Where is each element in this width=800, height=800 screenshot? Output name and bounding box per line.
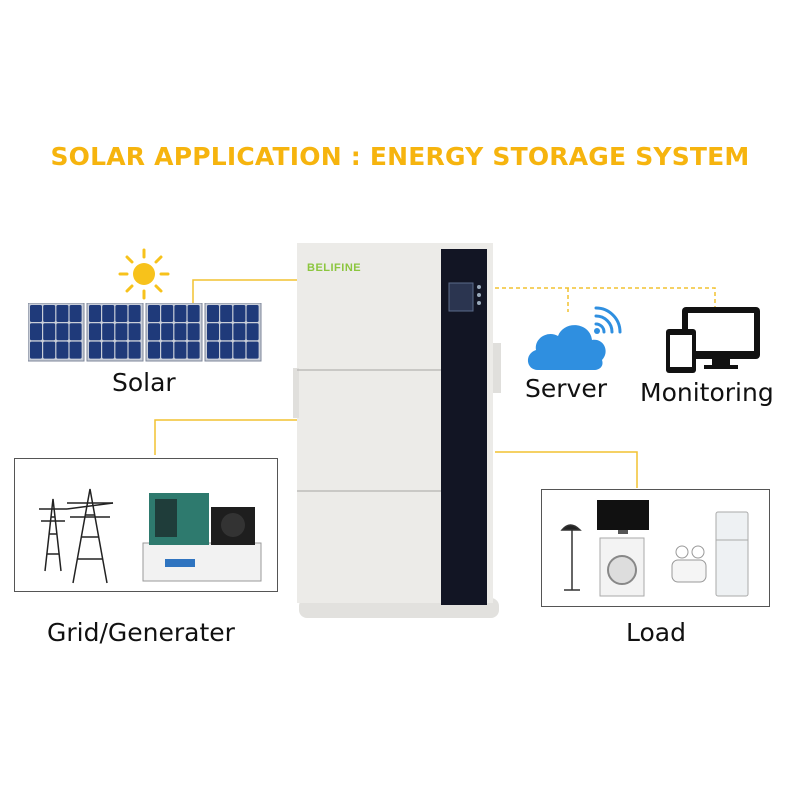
solar-panel-icon	[28, 303, 262, 362]
grid-label: Grid/Generater	[47, 618, 235, 647]
load-label: Load	[626, 618, 686, 647]
power-tower-icon	[39, 488, 114, 584]
battery-cabinet	[293, 243, 501, 618]
wifi-icon	[594, 306, 622, 334]
comm-connector	[488, 287, 716, 308]
server-label: Server	[525, 374, 607, 403]
grid-connector	[154, 419, 300, 455]
monitor-icon	[682, 307, 760, 369]
monitoring-devices	[666, 307, 760, 373]
cloud-icon	[527, 306, 622, 370]
diagram-title: SOLAR APPLICATION : ENERGY STORAGE SYSTE…	[50, 142, 750, 171]
brand-logo: BELIFINE	[307, 262, 362, 274]
tv-icon	[597, 500, 649, 534]
solar-connector	[192, 279, 300, 305]
generator-icon	[142, 493, 262, 582]
tablet-icon	[666, 329, 696, 373]
sun-icon	[118, 248, 170, 300]
refrigerator-icon	[715, 511, 749, 597]
monitoring-label: Monitoring	[640, 378, 774, 407]
washing-machine-icon	[599, 537, 645, 597]
grid-generator-box	[14, 458, 278, 592]
display-screen	[448, 282, 474, 312]
load-box	[541, 489, 770, 607]
lamp-icon	[560, 524, 582, 591]
solar-label: Solar	[112, 368, 176, 397]
load-connector	[495, 451, 638, 488]
humidifier-icon	[671, 545, 707, 583]
